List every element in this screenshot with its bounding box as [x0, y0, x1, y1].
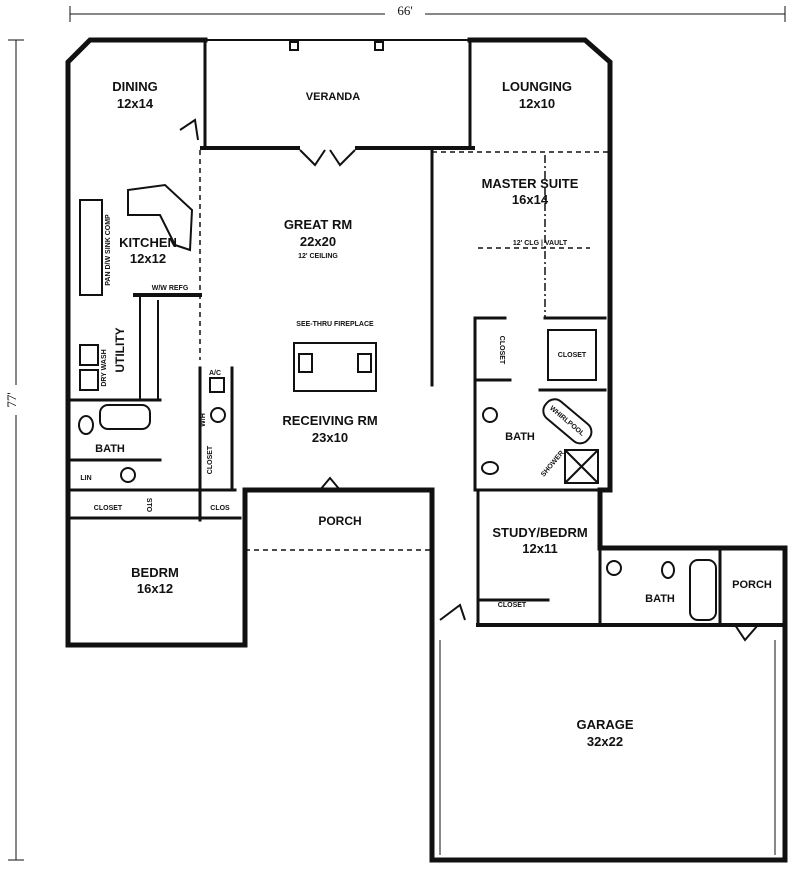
sink-study — [606, 560, 622, 576]
interior-walls — [70, 118, 787, 627]
room-receiving-size: 23x10 — [312, 430, 348, 445]
ac-unit — [209, 377, 225, 393]
room-great-note: 12' CEILING — [298, 253, 338, 260]
bathtub-left — [99, 404, 151, 430]
room-labels: DINING 12x14 VERANDA LOUNGING 12x10 KITC… — [112, 79, 634, 749]
garage-door-swing — [439, 603, 466, 621]
room-lounging-size: 12x10 — [519, 96, 555, 111]
depth-label: 77' — [4, 392, 19, 407]
room-garage-name: GARAGE — [576, 717, 633, 732]
width-dimension: 66' — [69, 2, 786, 22]
sink-master — [482, 407, 498, 423]
porch-door-swing — [734, 624, 759, 642]
room-receiving-name: RECEIVING RM — [282, 413, 377, 428]
room-master-name: MASTER SUITE — [482, 176, 579, 191]
closet-bedrm-label: CLOSET — [94, 505, 123, 512]
see-thru-fireplace — [293, 342, 377, 392]
fireplace-label: SEE-THRU FIREPLACE — [296, 321, 374, 328]
room-master-note: 12' CLG | VAULT — [513, 240, 568, 247]
dry-wash-label: DRY WASH — [101, 349, 108, 386]
ww-refg-label: W/W REFG — [152, 285, 189, 292]
dryer — [79, 344, 99, 366]
toilet-study — [661, 561, 675, 579]
shower-label: SHOWER — [540, 450, 566, 479]
whirlpool-label: WHIRLPOOL — [548, 405, 586, 438]
fixtures — [78, 183, 776, 855]
clos-label: CLOS — [210, 505, 230, 512]
kitchen-island — [127, 183, 194, 252]
wh-label: W/H — [200, 413, 207, 427]
room-master-size: 16x14 — [512, 192, 549, 207]
washer — [79, 369, 99, 391]
sto-label: STO — [145, 498, 152, 513]
toilet-left — [78, 415, 94, 435]
depth-dimension: 77' — [4, 39, 27, 861]
room-bedrm-name: BEDRM — [131, 565, 179, 580]
sink-left — [120, 467, 136, 483]
master-closet — [547, 329, 597, 381]
kitchen-counter — [79, 199, 103, 296]
ac-label: A/C — [209, 370, 221, 377]
room-kitchen-name: KITCHEN — [119, 235, 177, 250]
room-kitchen-size: 12x12 — [130, 251, 166, 266]
room-great-name: GREAT RM — [284, 217, 352, 232]
room-study-size: 12x11 — [522, 541, 557, 556]
toilet-master — [481, 461, 499, 475]
exterior-walls — [65, 37, 788, 863]
room-study-name: STUDY/BEDRM — [492, 525, 587, 540]
bath-left-label: BATH — [95, 443, 125, 455]
bath-study-label: BATH — [645, 593, 675, 605]
room-dining-size: 12x14 — [117, 96, 154, 111]
room-lounging-name: LOUNGING — [502, 79, 572, 94]
bathtub-study — [689, 559, 717, 621]
closet-study-label: CLOSET — [498, 602, 527, 609]
pan-dw-sink-comp-label: PAN D/W SINK COMP — [105, 214, 112, 286]
porch-right-label: PORCH — [732, 579, 772, 591]
utility-label: UTILITY — [113, 327, 127, 372]
width-label: 66' — [397, 3, 412, 18]
room-porch-name: PORCH — [318, 514, 361, 528]
closet-master2-label: CLOSET — [558, 352, 587, 359]
whirlpool-tub — [542, 398, 593, 445]
room-great-size: 22x20 — [300, 234, 336, 249]
water-heater — [210, 407, 226, 423]
room-veranda-name: VERANDA — [306, 91, 360, 103]
closet-hall-label: CLOSET — [207, 445, 214, 474]
shower — [564, 449, 599, 484]
room-dining-name: DINING — [112, 79, 158, 94]
room-garage-size: 32x22 — [587, 734, 623, 749]
room-bedrm-size: 16x12 — [137, 581, 173, 596]
closet-master1-label: CLOSET — [498, 336, 505, 365]
lin-label: LIN — [80, 475, 91, 482]
bath-master-label: BATH — [505, 431, 535, 443]
